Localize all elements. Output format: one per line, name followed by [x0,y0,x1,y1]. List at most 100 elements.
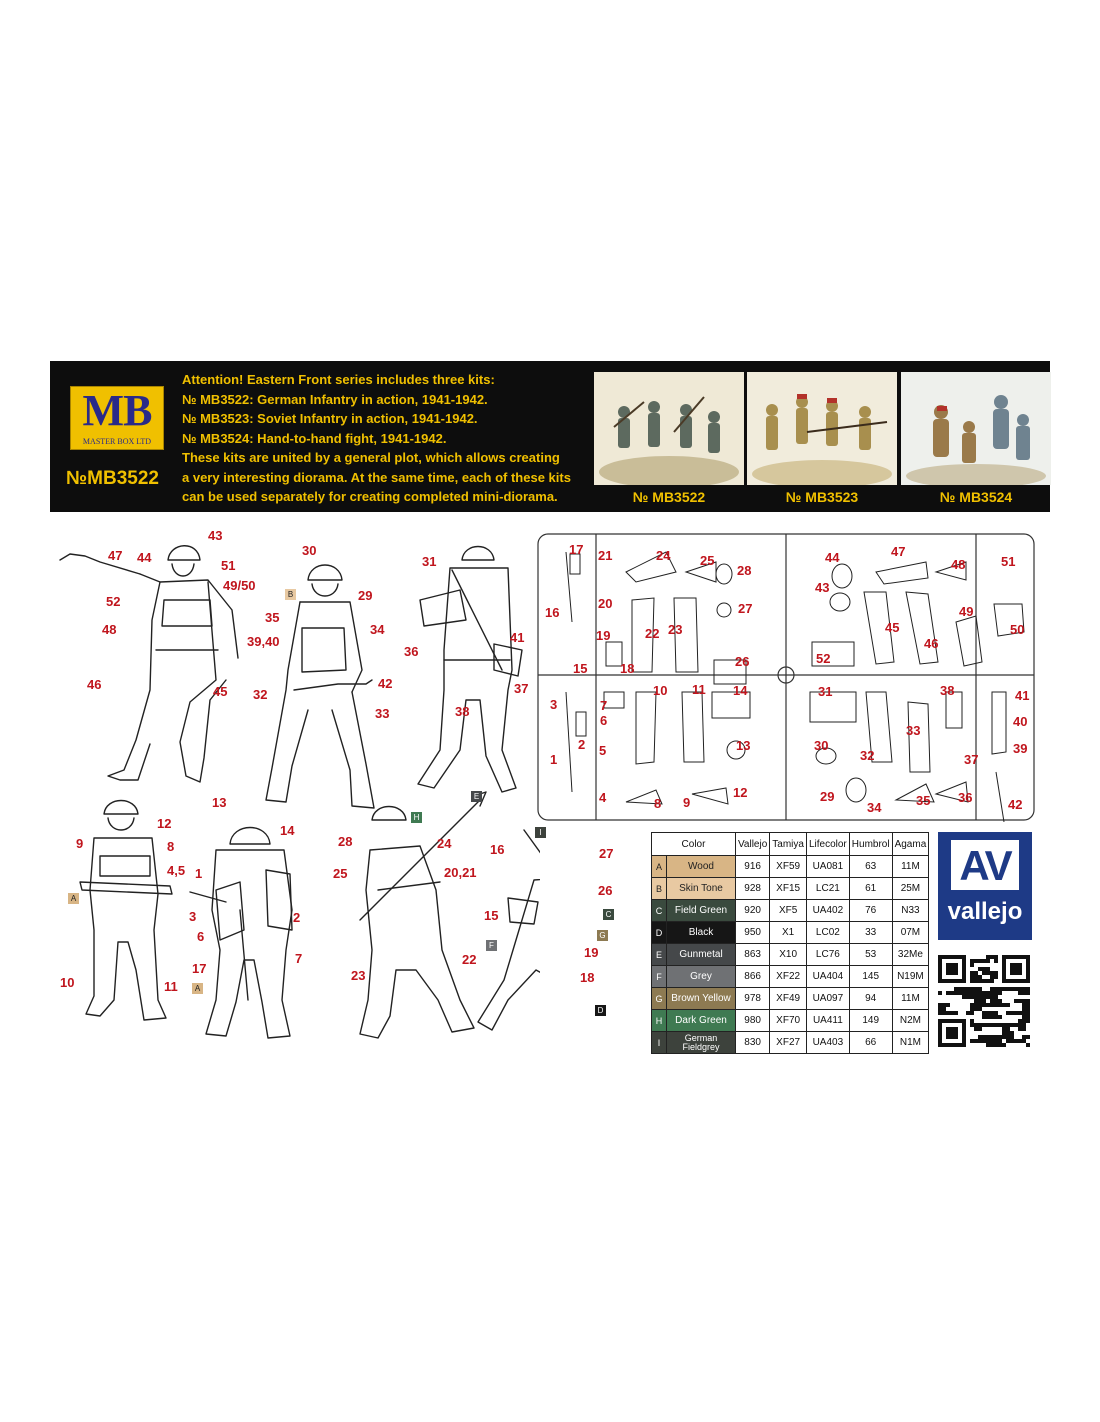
humbrol-code: 76 [848,899,893,922]
lifecolor-code: LC02 [805,921,850,944]
callout-number: 3 [189,909,197,924]
sprue-part-number: 40 [1013,714,1028,729]
paint-color-name: Field Green [666,899,736,922]
vallejo-code: 916 [734,855,771,878]
sprue-part-number: 4 [599,790,607,805]
callout-number: 2 [293,910,301,925]
kit-number: №MB3522 [66,468,159,489]
humbrol-code: 145 [848,965,893,988]
callout-number: 12 [157,816,172,831]
callout-number: 14 [280,823,295,838]
paint-letter-cell: D [651,921,667,944]
paint-color-name: Grey [666,965,736,988]
thumbnail-caption: № MB3523 [785,489,859,505]
vallejo-code: 928 [734,877,771,900]
humbrol-code: 94 [848,987,893,1010]
sprue-part-number: 5 [599,743,607,758]
column-header: Agama [891,832,930,856]
paint-color-name: Gunmetal [666,943,736,966]
callout-number: 41 [510,630,525,645]
sprue-part-number: 46 [924,636,939,651]
paint-color-name: Black [666,921,736,944]
intro-line: № MB3524: Hand-to-hand fight, 1941-1942. [182,430,447,446]
sprue-part-number: 19 [596,628,611,643]
sprue-part-number: 47 [891,544,906,559]
sprue-part-number: 36 [958,790,973,805]
agama-code: N1M [891,1031,930,1054]
callout-number: 23 [351,968,366,983]
paint-letter-marker: C [603,909,614,920]
callout-number: 46 [87,677,102,692]
vallejo-logo: AV vallejo [938,832,1032,940]
sprue-part-number: 50 [1010,622,1025,637]
intro-line: can be used separately for creating comp… [182,489,558,504]
figure-7-drawing [477,829,540,1031]
box-art-thumbnail-mb3524 [901,372,1051,485]
sprue-part-number: 32 [860,748,875,763]
callout-number: 20,21 [444,865,477,880]
paint-letter-marker: D [595,1005,606,1016]
paint-letter-cell: E [651,943,667,966]
agama-code: 07M [891,921,930,944]
callout-number: 17 [192,961,207,976]
box-art-thumbnail-mb3523 [747,372,897,485]
sprue-part-number: 20 [598,596,613,611]
sprue-part-number: 6 [600,713,608,728]
sprue-part-number: 24 [656,548,671,563]
sprue-part-number: 39 [1013,741,1028,756]
logo-mark: MB [82,386,153,435]
paint-letter-marker: G [597,930,608,941]
master-box-logo: MB MASTER BOX LTD [70,386,164,450]
paint-letter-marker: F [486,940,497,951]
sprue-part-number: 51 [1001,554,1016,569]
sprue-diagram [537,533,1035,822]
sprue-part-number: 45 [885,620,900,635]
sprue-part-number: 34 [867,800,882,815]
figure-3-drawing [417,545,523,793]
sprue-part-number: 38 [940,683,955,698]
column-header: Color [651,832,736,856]
agama-code: N2M [891,1009,930,1032]
callout-number: 32 [253,687,268,702]
thumbnail-caption: № MB3522 [632,489,706,505]
paint-letter-cell: I [651,1031,667,1054]
box-art-thumbnail-mb3522 [594,372,744,485]
sprue-part-number: 33 [906,723,921,738]
sprue-part-number: 2 [578,737,586,752]
paint-letter-cell: G [651,987,667,1010]
lifecolor-code: UA411 [805,1009,850,1032]
column-header: Lifecolor [805,832,850,856]
paint-letter-cell: B [651,877,667,900]
figure-1-drawing [59,545,239,783]
callout-number: 44 [137,550,152,565]
box-art-illustration [594,372,744,485]
sprue-part-number: 15 [573,661,588,676]
callout-number: 8 [167,839,175,854]
lifecolor-code: UA404 [805,965,850,988]
callout-number: 1 [195,866,203,881]
humbrol-code: 66 [848,1031,893,1054]
intro-line: a very interesting diorama. At the same … [182,469,571,485]
callout-number: 6 [197,929,205,944]
agama-code: N19M [891,965,930,988]
box-art-illustration [747,372,897,485]
callout-number: 11 [164,979,178,994]
tamiya-code: XF15 [769,877,807,900]
humbrol-code: 63 [848,855,893,878]
agama-code: 32Me [891,943,930,966]
tamiya-code: XF5 [769,899,807,922]
vallejo-mark-box: AV [951,840,1019,890]
tamiya-code: XF27 [769,1031,807,1054]
callout-number: 27 [599,846,614,861]
sprue-part-number: 22 [645,626,660,641]
sprue-part-number: 28 [737,563,752,578]
lifecolor-code: UA402 [805,899,850,922]
paint-color-name: Dark Green [666,1009,736,1032]
callout-number: 43 [208,528,223,543]
intro-line: Attention! Eastern Front series includes… [182,372,495,387]
lifecolor-code: UA097 [805,987,850,1010]
